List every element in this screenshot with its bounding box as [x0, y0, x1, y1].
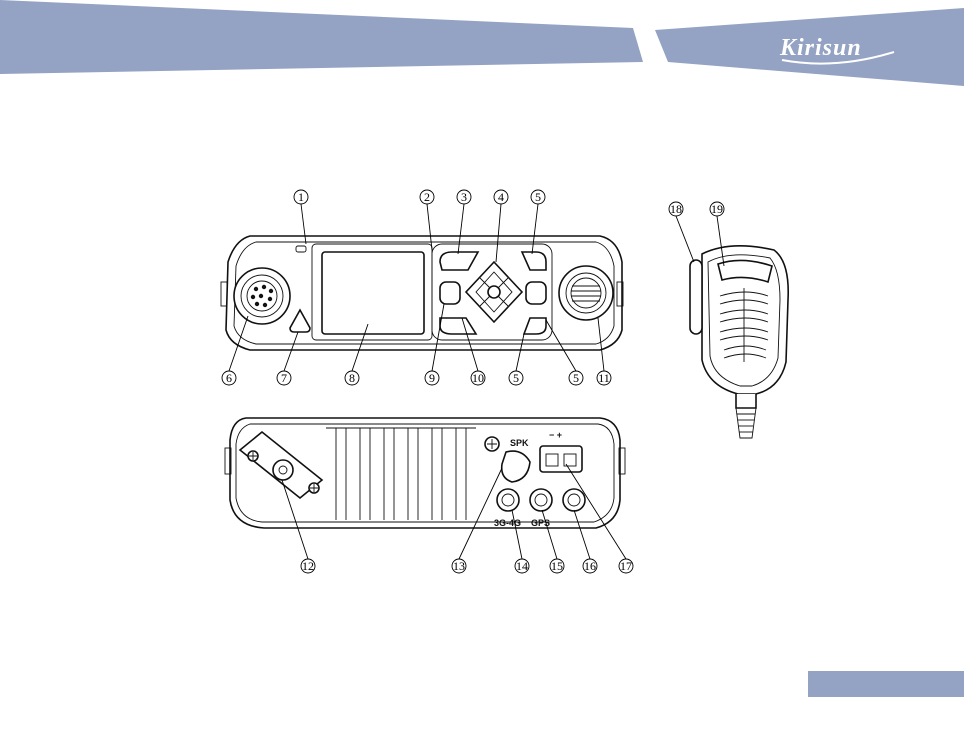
callout-6: 6	[222, 371, 236, 385]
callout-7: 7	[277, 371, 291, 385]
callout-1: 1	[294, 190, 308, 204]
callout-5: 5	[531, 190, 545, 204]
spk-label: SPK	[510, 438, 529, 448]
port-gps	[530, 489, 552, 511]
callout-5: 5	[569, 371, 583, 385]
callout-number: 1	[298, 190, 304, 204]
callout-number: 13	[453, 559, 465, 573]
port-3g-4g	[497, 489, 519, 511]
callout-13: 13	[452, 559, 466, 573]
callout-number: 14	[516, 559, 528, 573]
callout-number: 15	[551, 559, 563, 573]
callout-10: 10	[471, 371, 485, 385]
callout-11: 11	[597, 371, 611, 385]
port-wifi	[563, 489, 585, 511]
callout-9: 9	[425, 371, 439, 385]
ptt-button[interactable]	[690, 260, 702, 334]
callout-number: 12	[302, 559, 314, 573]
microphone	[690, 246, 788, 438]
port-3g-4g-label: 3G-4G	[494, 518, 521, 528]
display-screen	[322, 252, 424, 334]
callout-number: 4	[498, 190, 504, 204]
callout-18: 18	[669, 202, 683, 216]
callout-number: 5	[535, 190, 541, 204]
callout-14: 14	[515, 559, 529, 573]
leader-line-20	[676, 216, 694, 262]
callout-2: 2	[420, 190, 434, 204]
callout-number: 6	[226, 371, 232, 385]
antenna-connector	[273, 460, 293, 480]
callout-5: 5	[509, 371, 523, 385]
callout-number: 17	[620, 559, 632, 573]
callout-19: 19	[710, 202, 724, 216]
key-right[interactable]	[526, 282, 546, 304]
callout-number: 9	[429, 371, 435, 385]
callout-number: 2	[424, 190, 430, 204]
key-left[interactable]	[440, 282, 460, 304]
callout-number: 7	[281, 371, 287, 385]
callout-8: 8	[345, 371, 359, 385]
volume-knob[interactable]	[559, 266, 613, 320]
callout-number: 3	[461, 190, 467, 204]
callout-15: 15	[550, 559, 564, 573]
front-panel	[221, 236, 623, 350]
callout-16: 16	[583, 559, 597, 573]
rear-panel: SPK − + 3G-4G GPS	[225, 418, 625, 528]
callout-number: 5	[573, 371, 579, 385]
callout-number: 10	[472, 371, 484, 385]
callout-number: 8	[349, 371, 355, 385]
callout-number: 5	[513, 371, 519, 385]
callout-number: 18	[670, 202, 682, 216]
navigation-ok-key[interactable]	[488, 286, 500, 298]
callout-17: 17	[619, 559, 633, 573]
callout-4: 4	[494, 190, 508, 204]
power-polarity-label: − +	[549, 430, 562, 440]
callout-3: 3	[457, 190, 471, 204]
callout-number: 16	[584, 559, 596, 573]
mic-cord	[736, 408, 756, 438]
callout-number: 11	[598, 371, 610, 385]
callout-number: 19	[711, 202, 723, 216]
callout-12: 12	[301, 559, 315, 573]
